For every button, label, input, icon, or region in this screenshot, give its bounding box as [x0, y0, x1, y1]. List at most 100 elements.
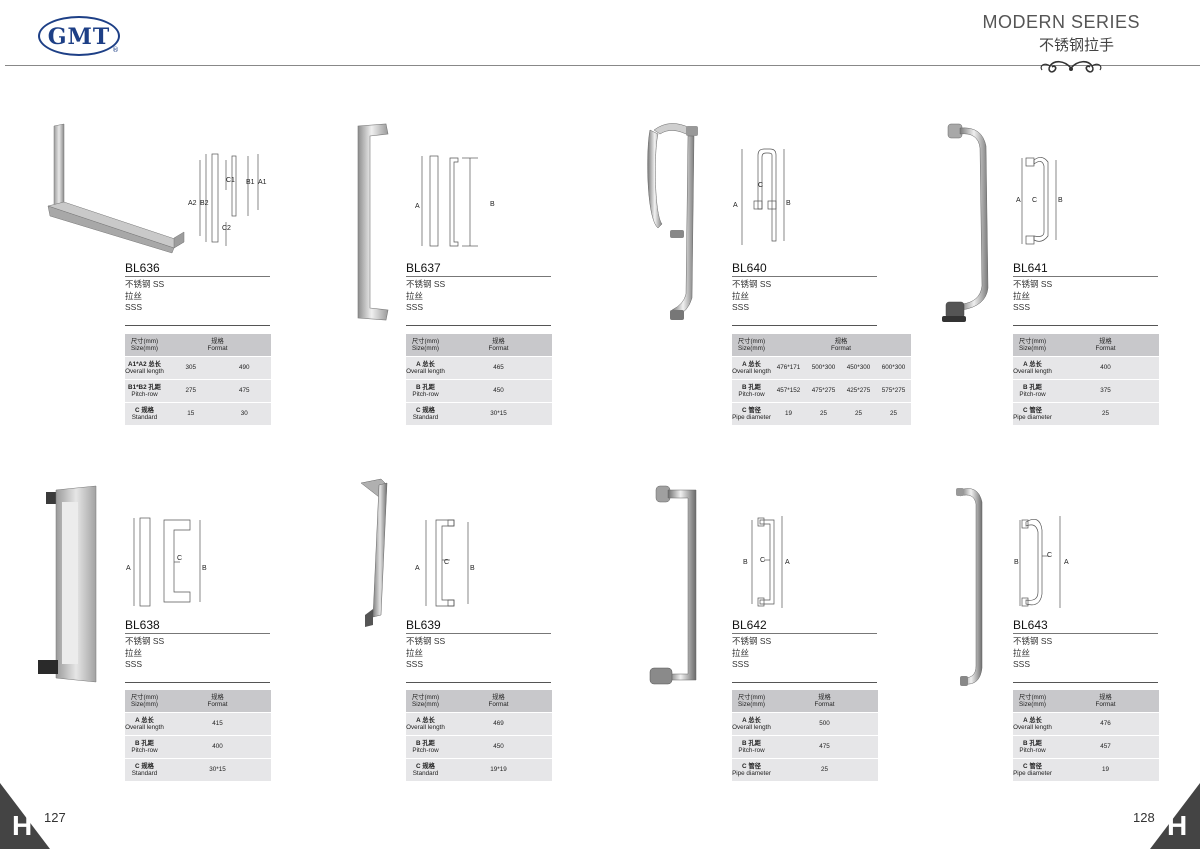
material-info-bl637: 不锈钢 SS 拉丝 SSS: [406, 279, 445, 314]
page-number-right: 128: [1133, 810, 1155, 825]
dim-label: A: [415, 565, 420, 572]
finish-en: SSS: [1013, 302, 1031, 312]
finish-cn: 拉丝: [125, 290, 143, 301]
spec-value: 476: [1052, 712, 1159, 736]
dim-label: A: [1064, 559, 1069, 566]
material-info-bl643: 不锈钢 SS 拉丝 SSS: [1013, 636, 1052, 671]
product-photo-bl642: [649, 485, 697, 685]
dim-label: A: [1016, 197, 1021, 204]
finish-en: SSS: [125, 659, 143, 669]
spec-value: 305: [164, 356, 218, 380]
dim-label: C: [444, 559, 449, 566]
dimension-drawing-bl643: B C A: [1014, 516, 1069, 608]
dimension-drawing-bl638: A C B: [126, 517, 207, 607]
dim-label: C: [758, 182, 763, 189]
section-rule: [125, 682, 270, 683]
section-rule: [732, 682, 877, 683]
size-header: 尺寸(mm)Size(mm): [732, 334, 771, 357]
material-info-bl636: 不锈钢 SS 拉丝 SSS: [125, 279, 164, 314]
model-rule: [1013, 276, 1158, 277]
model-rule: [406, 276, 551, 277]
size-header: 尺寸(mm)Size(mm): [732, 690, 771, 713]
model-rule: [1013, 633, 1158, 634]
spec-value: 25: [1052, 402, 1159, 426]
spec-value: 600*300: [876, 356, 911, 380]
finish-en: SSS: [125, 302, 143, 312]
product-photo-bl643: [956, 488, 983, 686]
spec-value: 30*15: [164, 758, 271, 782]
material-cn: 不锈钢 SS: [732, 279, 772, 289]
spec-value: 500*300: [806, 356, 841, 380]
section-rule: [1013, 682, 1158, 683]
spec-value: 500: [771, 712, 878, 736]
finish-en: SSS: [406, 659, 424, 669]
product-photo-bl640: [647, 123, 698, 320]
dim-label: B1: [246, 179, 255, 186]
section-letter-left: H: [12, 810, 33, 841]
spec-value: 469: [445, 712, 552, 736]
size-header: 尺寸(mm)Size(mm): [125, 334, 164, 357]
spec-value: 415: [164, 712, 271, 736]
material-cn: 不锈钢 SS: [125, 279, 165, 289]
model-code-bl640: BL640: [732, 261, 767, 275]
series-title-en: MODERN SERIES: [982, 12, 1140, 32]
dim-label: C1: [226, 177, 235, 184]
dimension-drawing-bl639: A C B: [415, 519, 475, 607]
product-photo-bl638: [38, 485, 97, 683]
model-code-bl641: BL641: [1013, 261, 1048, 275]
model-code-bl643: BL643: [1013, 618, 1048, 632]
dim-label: B: [470, 565, 475, 572]
size-header: 尺寸(mm)Size(mm): [406, 690, 445, 713]
dim-label: C: [1032, 197, 1037, 204]
spec-value: 25: [771, 758, 878, 782]
finish-en: SSS: [1013, 659, 1031, 669]
material-cn: 不锈钢 SS: [732, 636, 772, 646]
size-header: 尺寸(mm)Size(mm): [406, 334, 445, 357]
spec-value: 30: [217, 402, 271, 426]
spec-value: 15: [164, 402, 218, 426]
spec-value: 457*152: [771, 379, 806, 403]
spec-value: 476*171: [771, 356, 806, 380]
spec-value: 475*275: [806, 379, 841, 403]
dim-label: B: [1058, 197, 1063, 204]
section-letter-right: H: [1167, 810, 1188, 841]
dim-label: B2: [200, 200, 209, 207]
spec-value: 475: [771, 735, 878, 759]
finish-cn: 拉丝: [732, 290, 750, 301]
spec-value: 450: [445, 735, 552, 759]
dim-label: A1: [258, 179, 267, 186]
dim-label: A2: [188, 200, 197, 207]
finish-en: SSS: [732, 302, 750, 312]
product-photo-bl641: [942, 123, 989, 322]
dim-label: B: [202, 565, 207, 572]
spec-value: 25: [841, 402, 876, 426]
spec-value: 490: [217, 356, 271, 380]
finish-cn: 拉丝: [125, 647, 143, 658]
page-number-left: 127: [44, 810, 66, 825]
dim-label: A: [785, 559, 790, 566]
product-photo-bl637: [357, 123, 389, 321]
